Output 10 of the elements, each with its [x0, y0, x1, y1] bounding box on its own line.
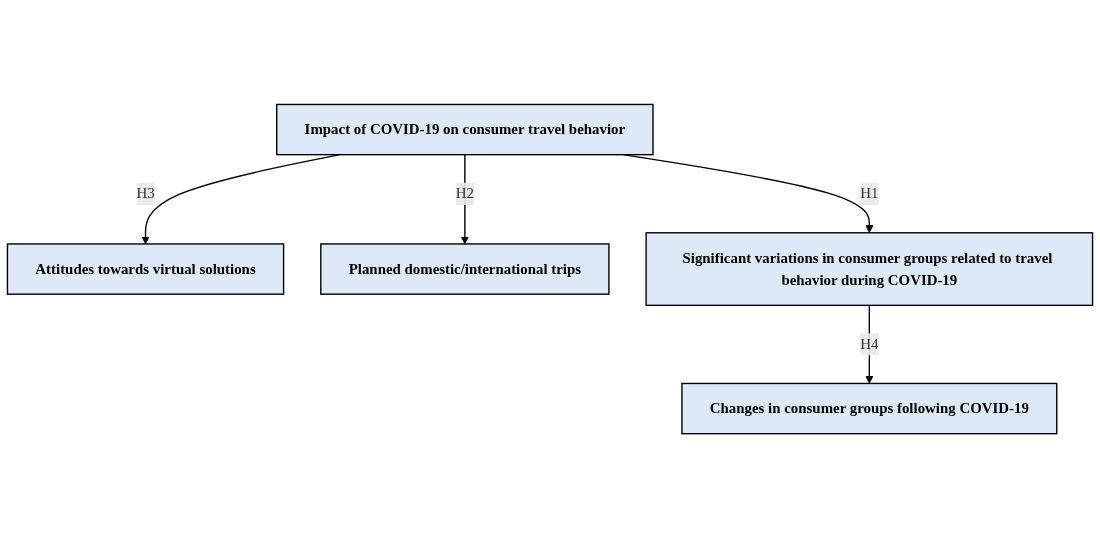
edge-label: H4 [860, 335, 879, 352]
node-box: Impact of COVID-19 on consumer travel behavior [276, 103, 654, 156]
node-box: Attitudes towards virtual solutions [6, 243, 285, 295]
edge-label: H2 [455, 185, 474, 202]
node-box: Planned domestic/international trips [320, 243, 610, 295]
arrow [460, 153, 469, 245]
edge-label: H1 [860, 185, 879, 202]
node-box: Changes in consumer groups following COVID-19 [681, 382, 1058, 435]
node-box: Significant variations in consumer groups related to travel behavior during COVID-19 [645, 232, 1094, 306]
edge-label: H3 [136, 185, 155, 202]
